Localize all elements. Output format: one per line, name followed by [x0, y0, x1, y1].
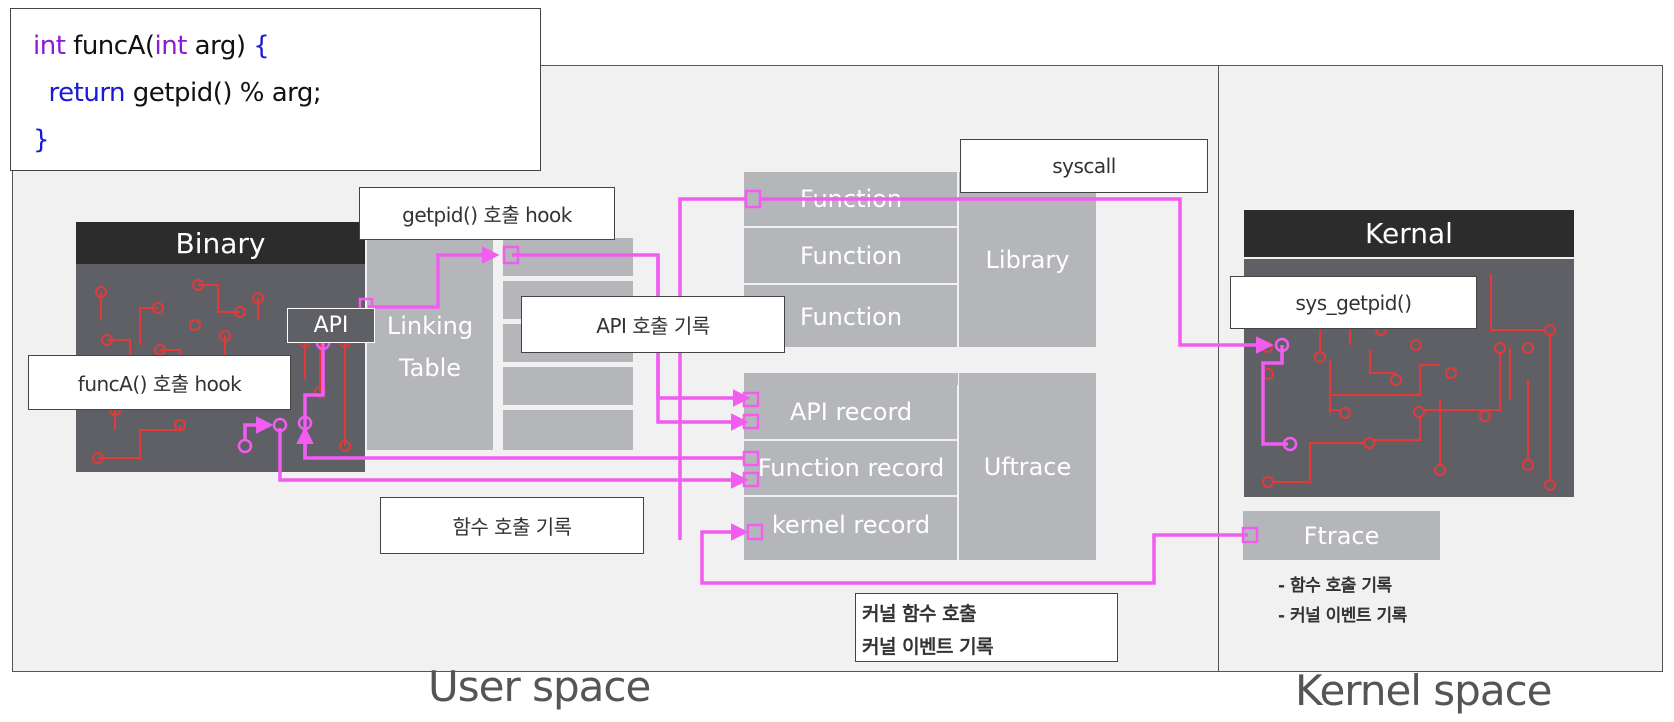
- uftrace-divider: [957, 373, 959, 560]
- library-function-row: Function: [744, 228, 958, 285]
- library-function-row: Function: [799, 303, 903, 331]
- linking-table-slot: [503, 367, 633, 405]
- code-snippet-box: int funcA(int arg) { return getpid() % a…: [10, 8, 541, 171]
- uftrace-gap-top: [744, 373, 958, 385]
- funcA-hook-callout: funcA() 호출 hook: [28, 355, 291, 410]
- binary-header: Binary: [76, 222, 365, 264]
- uftrace-record-row: API record: [744, 385, 958, 441]
- uftrace-record-row: kernel record: [771, 511, 931, 539]
- kernel-space-label: Kernel space: [1295, 666, 1553, 715]
- library-divider: [957, 172, 959, 347]
- uftrace-record-row: Function record: [744, 441, 958, 497]
- api-label-box: API: [287, 308, 375, 343]
- kernel-header: Kernal: [1244, 210, 1574, 257]
- ftrace-note: - 커널 이벤트 기록: [1278, 606, 1407, 626]
- trace-nodes: [237, 189, 1298, 544]
- api-record-callout: API 호출 기록: [521, 296, 785, 353]
- code-line-1: int funcA(int arg) {: [33, 31, 270, 61]
- trace-lines: [243, 197, 1288, 585]
- code-line-2: return getpid() % arg;: [48, 78, 322, 108]
- code-line-3: }: [33, 125, 50, 155]
- library-block: [744, 172, 1096, 347]
- kernel-call-callout: 커널 함수 호출 커널 이벤트 기록: [855, 593, 1118, 662]
- kernel-circuit-nodes: [1261, 324, 1556, 491]
- library-label: Library: [985, 245, 1070, 274]
- linking-table-block: [367, 238, 493, 450]
- ftrace-note: - 함수 호출 기록: [1278, 576, 1392, 596]
- sys-getpid-callout: sys_getpid(): [1230, 276, 1477, 329]
- user-space-label: User space: [428, 662, 651, 711]
- uftrace-label: Uftrace: [983, 452, 1072, 481]
- function-record-callout: 함수 호출 기록: [380, 497, 644, 554]
- getpid-hook-callout: getpid() 호출 hook: [359, 187, 615, 240]
- linking-table-slot: [503, 410, 633, 450]
- syscall-callout: syscall: [960, 139, 1208, 193]
- uftrace-block: [744, 373, 1096, 560]
- ftrace-block: Ftrace: [1243, 511, 1440, 560]
- linking-table-slot: [503, 238, 633, 276]
